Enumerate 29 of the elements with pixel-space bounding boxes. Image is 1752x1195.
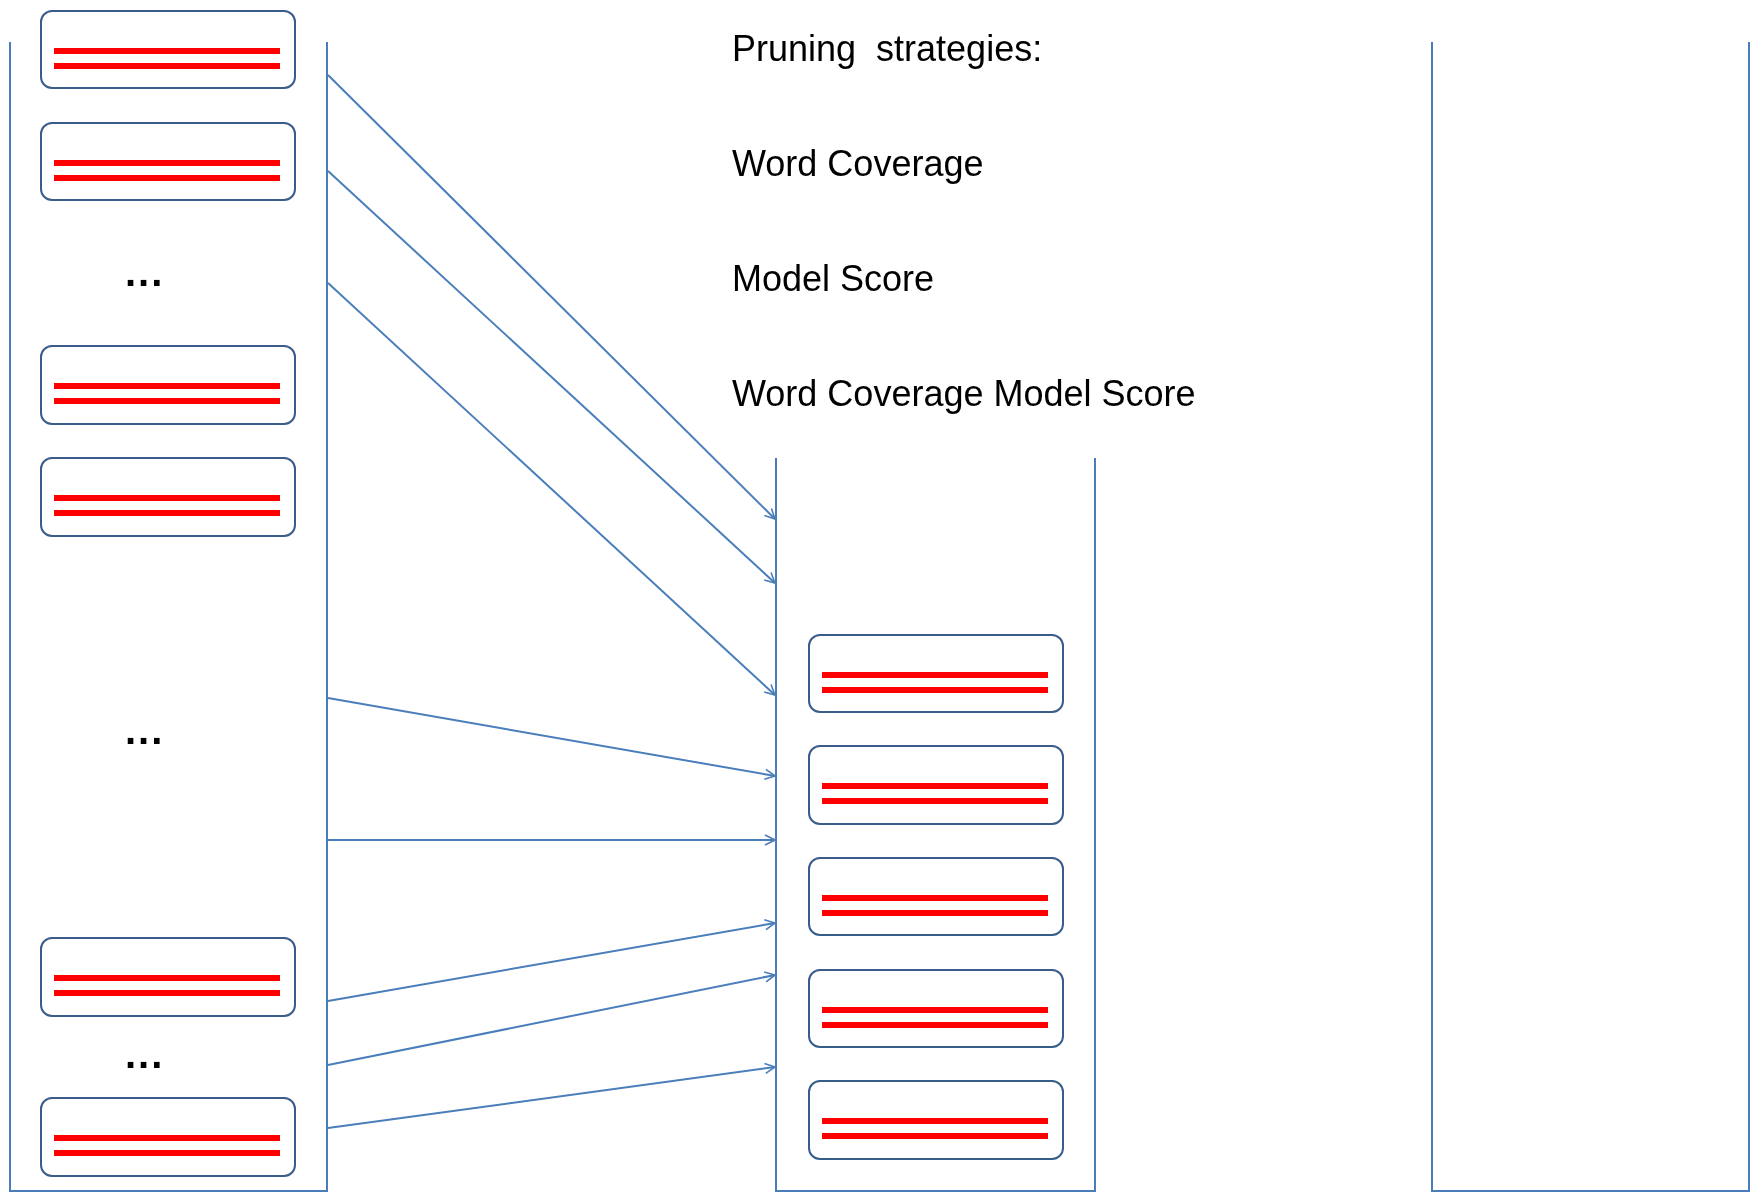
- arrow: [327, 834, 776, 846]
- arrow: [327, 74, 776, 520]
- strategy-text: Word Coverage: [732, 146, 984, 182]
- arrow: [327, 971, 776, 1066]
- stack-container: [1431, 42, 1750, 1192]
- strategy-text: Word Coverage Model Score: [732, 376, 1196, 412]
- hypothesis-box: [40, 1097, 296, 1177]
- hypothesis-box: [808, 1080, 1064, 1160]
- hypothesis-box: [808, 745, 1064, 825]
- hypothesis-box: [40, 10, 296, 89]
- stack-container: [775, 458, 1096, 1192]
- hypothesis-box: [40, 345, 296, 425]
- hypothesis-box: [808, 969, 1064, 1048]
- ellipsis-text: ...: [125, 252, 165, 292]
- hypothesis-box: [808, 857, 1064, 936]
- arrow: [327, 282, 776, 696]
- ellipsis-text: ...: [125, 1034, 165, 1074]
- strategy-text: Model Score: [732, 261, 935, 297]
- ellipsis-text: ...: [125, 710, 165, 750]
- hypothesis-box: [808, 634, 1064, 713]
- hypothesis-box: [40, 122, 296, 201]
- heading-text: Pruning strategies:: [732, 31, 1043, 67]
- stack-container: [9, 8, 328, 1192]
- arrow: [327, 170, 776, 584]
- arrow: [327, 919, 776, 1002]
- arrow: [327, 697, 776, 780]
- hypothesis-box: [40, 457, 296, 537]
- arrow: [327, 1062, 776, 1129]
- hypothesis-box: [40, 937, 296, 1017]
